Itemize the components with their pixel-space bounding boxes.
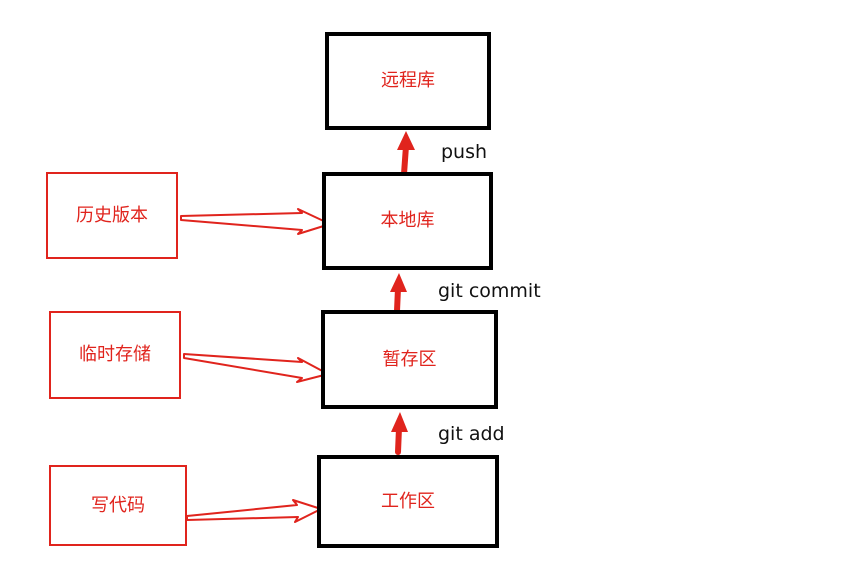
arrow-history-to-local — [180, 208, 331, 235]
code-note-box: 写代码 — [49, 465, 187, 546]
arrow-code-to-workspace — [186, 499, 322, 523]
workspace-box: 工作区 — [317, 455, 499, 548]
history-note-box: 历史版本 — [46, 172, 178, 259]
workspace-label: 工作区 — [381, 490, 435, 512]
remote-repo-box: 远程库 — [325, 32, 491, 130]
arrow-add — [391, 412, 408, 455]
remote-repo-label: 远程库 — [381, 70, 435, 91]
arrow-push — [397, 131, 415, 177]
commit-label: git commit — [438, 280, 541, 302]
staging-area-label: 暂存区 — [382, 348, 437, 370]
push-label: push — [441, 141, 488, 163]
local-repo-box: 本地库 — [322, 172, 493, 270]
temp-note-label: 临时存储 — [79, 344, 151, 365]
history-note-label: 历史版本 — [76, 204, 148, 226]
add-label: git add — [438, 423, 505, 445]
local-repo-label: 本地库 — [380, 210, 435, 231]
arrow-temp-to-staging — [183, 353, 329, 383]
code-note-label: 写代码 — [91, 494, 145, 516]
temp-note-box: 临时存储 — [49, 311, 181, 399]
staging-area-box: 暂存区 — [321, 310, 498, 409]
arrow-commit — [390, 273, 407, 314]
